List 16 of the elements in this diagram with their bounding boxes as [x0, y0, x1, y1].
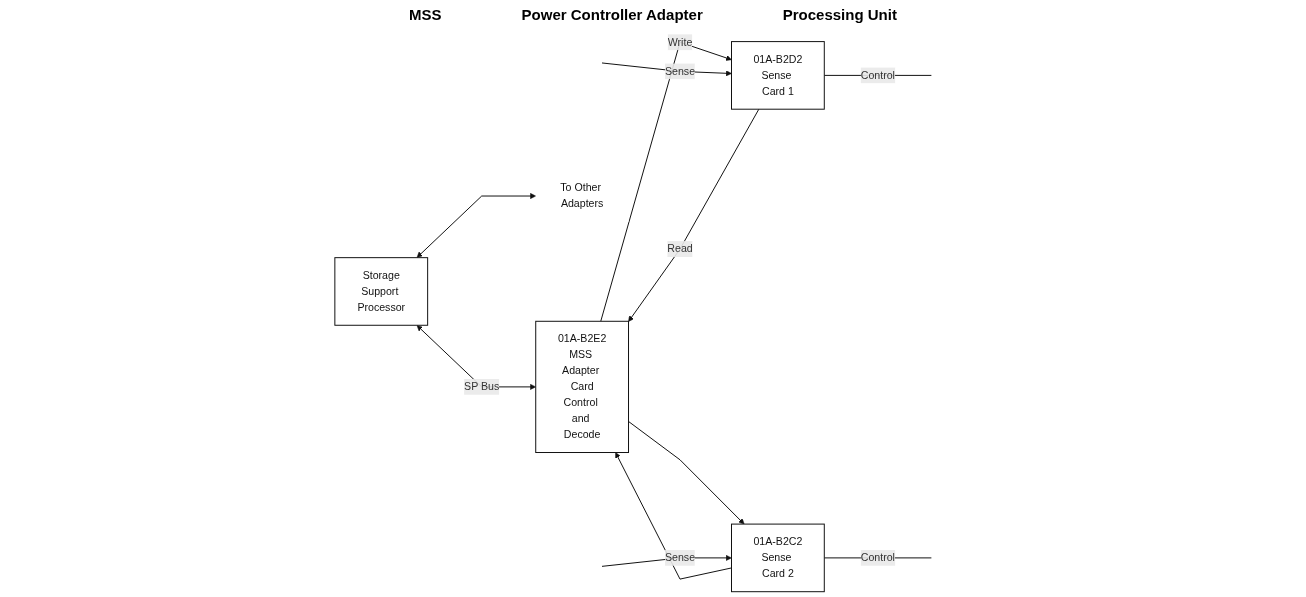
edge-label: Sense — [664, 65, 696, 77]
edge-label: Control — [860, 69, 895, 81]
arrow — [628, 108, 760, 322]
node-box: 01A-B2E2 MSS Adapter Card Control and Decode — [535, 320, 629, 453]
region-label: Power Controller Adapter — [521, 6, 703, 23]
region-label: Processing Unit — [782, 6, 897, 23]
edge-label: Write — [667, 36, 693, 48]
node-box: Storage Support Processor — [334, 257, 429, 326]
region-label: MSS — [409, 6, 442, 23]
edge-label: Sense — [664, 551, 696, 564]
node-box: 01A-B2C2 Sense Card 2 — [731, 523, 825, 593]
edge-label: SP Bus — [464, 380, 500, 393]
node-text: To Other Adapters — [560, 182, 604, 210]
edge-label: Control — [860, 551, 895, 564]
node-box: 01A-B2D2 Sense Card 1 — [731, 41, 825, 110]
edge-label: Read — [667, 243, 693, 255]
